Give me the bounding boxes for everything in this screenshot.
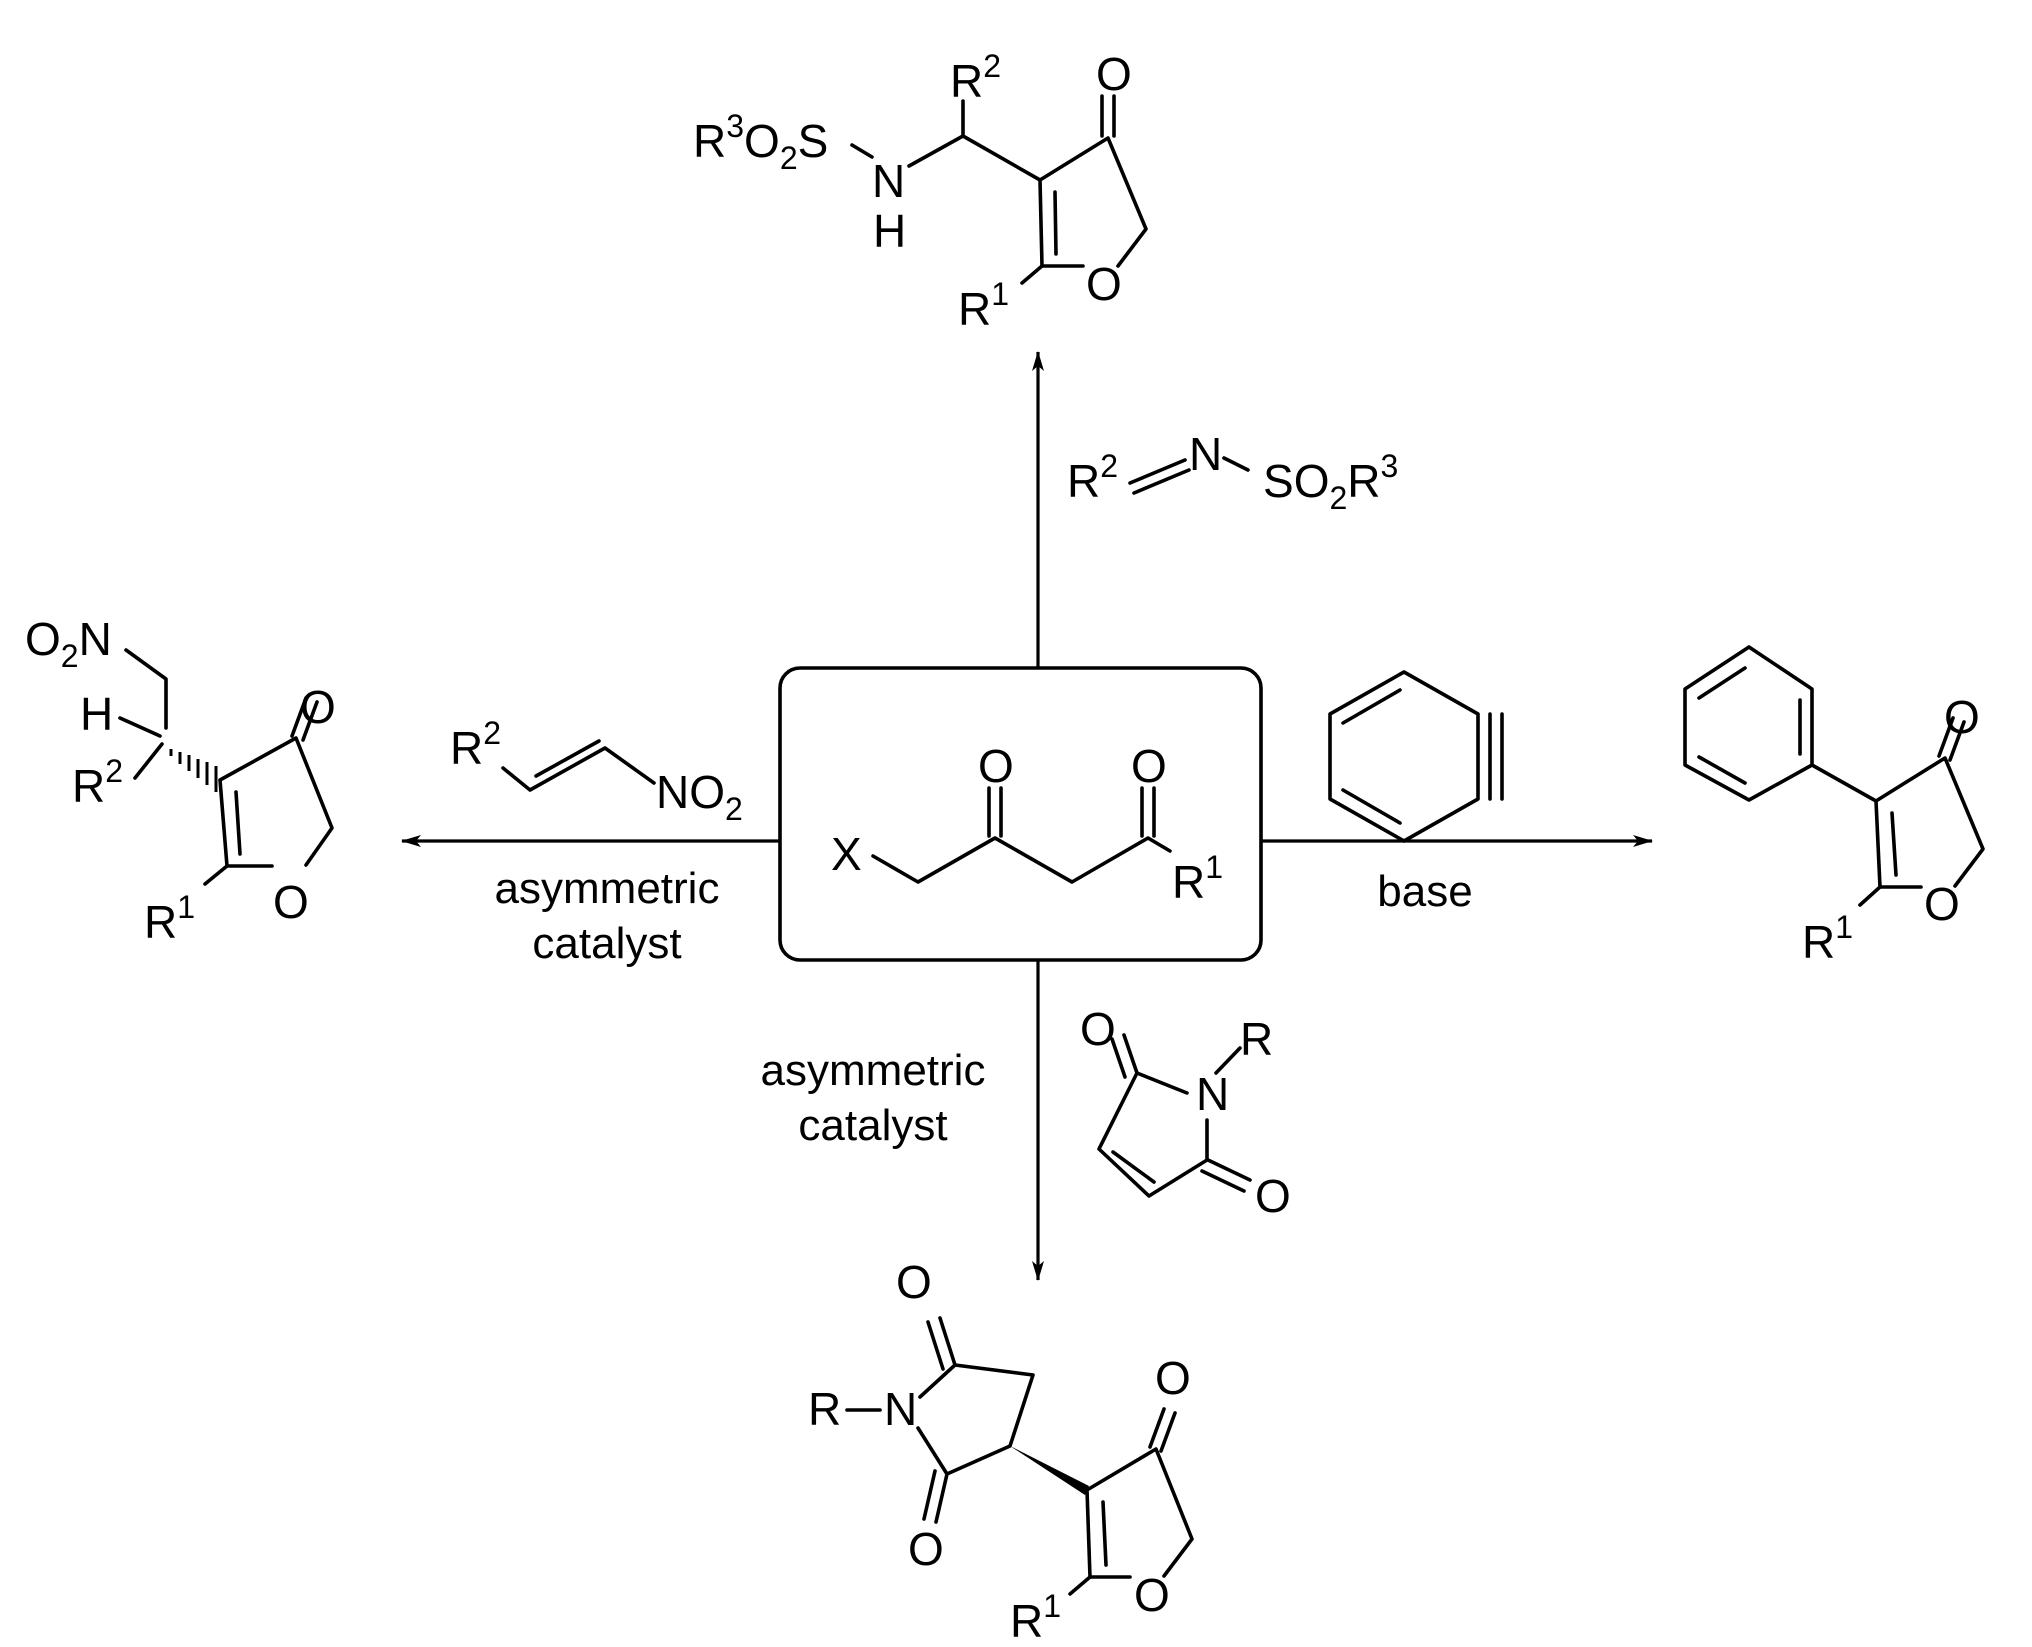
c-r1-bond (1068, 1575, 1092, 1596)
carbonyl-1-bond-b (1110, 1037, 1127, 1079)
phenyl-double-bond-2 (1697, 755, 1747, 785)
stereocenter-hydrogen: H (80, 688, 113, 740)
furanone-double-bond (234, 790, 242, 856)
maleimide-ring (1097, 1071, 1209, 1198)
carbonyl-1-oxygen: O (1080, 1003, 1116, 1055)
c-r1-bond (203, 864, 229, 886)
carbonyl-1-bond-a (938, 1316, 957, 1367)
ring-oxygen: O (273, 876, 309, 928)
ring-oxygen: O (1134, 1569, 1170, 1621)
furanone-double-bond (1890, 811, 1898, 877)
carbonyl-bond-a (1937, 716, 1955, 758)
left-condition-line1: asymmetric (495, 864, 720, 913)
n-substituent-r-label: R (808, 1383, 841, 1435)
reagent-nitroalkene: R2 NO2 (450, 715, 743, 827)
solid-wedge-bond (1010, 1446, 1089, 1495)
carbonyl-3-oxygen: O (1155, 1352, 1191, 1404)
carbonyl-2-oxygen: O (908, 1523, 944, 1575)
product-bottom-succinimide-furanone: R N O O O O R1 (808, 1256, 1194, 1647)
furanone-double-bond (1053, 190, 1058, 256)
bottom-condition-line1: asymmetric (761, 1046, 986, 1095)
bottom-condition-line2: catalyst (798, 1101, 947, 1150)
carbonyl-2-bond-a (1206, 1158, 1252, 1182)
n-r-bond (1214, 1046, 1242, 1075)
carbonyl-oxygen: O (1944, 691, 1980, 743)
inner-double-bond-1 (1341, 688, 1402, 725)
ketone-1-oxygen: O (978, 740, 1014, 792)
alkene-chain (501, 746, 656, 792)
carbonyl-2-bond-b (1200, 1169, 1246, 1193)
imide-nitrogen: N (1196, 1068, 1229, 1120)
phenyl-double-bond-1 (1697, 666, 1747, 700)
sulfonyl-label: SO2R3 (1263, 448, 1398, 516)
carbonyl-3-bond-a (1148, 1407, 1166, 1449)
nitromethyl-chain (124, 648, 168, 730)
carbonyl-1-bond-b (926, 1320, 945, 1371)
h-stereocenter-bond (118, 716, 162, 738)
carbonyl-2-oxygen: O (1255, 1170, 1291, 1222)
left-condition-line2: catalyst (532, 919, 681, 968)
ring-alkene-double-bond (1111, 1150, 1156, 1184)
carbonyl-3-bond-b (1159, 1411, 1177, 1453)
r2-label: R2 (72, 753, 123, 812)
ketone-2-oxygen: O (1131, 740, 1167, 792)
inner-double-bond-2 (1341, 788, 1402, 825)
carbonyl-bond-b (1948, 720, 1966, 762)
reagent-sulfonyl-imine: R2 N SO2R3 (1067, 428, 1398, 516)
imine-nitrogen: N (1189, 428, 1222, 480)
r1-label: R1 (144, 889, 195, 948)
carbonyl-oxygen: O (1096, 48, 1132, 100)
c-r1-bond (1858, 885, 1882, 907)
n-substituent-r-label: R (1240, 1013, 1273, 1065)
imide-nitrogen: N (884, 1383, 917, 1435)
r2-label: R2 (950, 48, 1001, 107)
r2-label: R2 (450, 715, 501, 774)
product-right-phenyl-furanone: O O R1 (1683, 645, 1985, 968)
furanone-double-bond (1101, 1500, 1108, 1567)
carbonyl-2-bond-a (934, 1472, 949, 1524)
ring-oxygen: O (1086, 258, 1122, 310)
hashed-wedge-bond (169, 749, 218, 792)
c-n-double-bond-b (1132, 468, 1191, 495)
carbonyl-1-oxygen: O (896, 1256, 932, 1308)
starting-material: X O O R1 (778, 666, 1263, 962)
nh-hydrogen: H (873, 205, 906, 257)
r2-label: R2 (1067, 448, 1118, 507)
r2-stereocenter-bond (133, 742, 164, 780)
carbonyl-bond-b (301, 700, 319, 742)
n-ch-bond (907, 134, 965, 168)
starting-material-box (778, 666, 1263, 962)
nh-nitrogen: N (872, 155, 905, 207)
s-n-bond (850, 143, 874, 159)
succinimide-ring (916, 1363, 1035, 1476)
nitro-group-label: O2N (25, 613, 112, 674)
sulfonyl-group-label: R3O2S (693, 108, 828, 176)
halogen-x-label: X (831, 828, 862, 880)
r1-label: R1 (1172, 849, 1223, 908)
reagent-benzyne (1328, 670, 1504, 843)
reagent-maleimide: R N O O (1080, 1003, 1291, 1222)
alkene-double-bond (534, 739, 601, 778)
benzyne-ring (1328, 670, 1480, 843)
ring-oxygen: O (1924, 878, 1960, 930)
phenyl-ring (1683, 645, 1814, 802)
carbonyl-bond-a (290, 696, 308, 738)
r1-label: R1 (958, 276, 1009, 335)
c-n-double-bond-a (1128, 458, 1187, 485)
carbonyl-1-bond-a (1122, 1033, 1139, 1075)
n-s-bond (1222, 456, 1250, 472)
c-r1-bond (1020, 264, 1044, 285)
nitro-group-label: NO2 (656, 766, 743, 827)
carbonyl-oxygen: O (300, 681, 336, 733)
right-condition-base: base (1377, 867, 1472, 916)
product-top-sulfonamide-furanone: R3O2S N H R2 O O R1 (693, 48, 1148, 335)
skeleton-bonds (871, 836, 1172, 884)
r1-label: R1 (1802, 909, 1853, 968)
r1-label: R1 (1010, 1588, 1061, 1647)
phenyl-furanone-bond (1810, 763, 1878, 803)
carbonyl-2-bond-b (922, 1469, 937, 1521)
product-left-nitroalkyl-furanone: O2N H R2 O O R1 (25, 613, 336, 948)
